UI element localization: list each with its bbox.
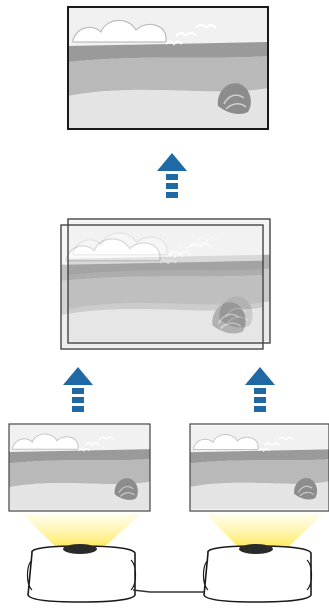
projector-icon-left bbox=[26, 544, 137, 603]
connection-cable bbox=[132, 589, 204, 593]
projector-icon-right bbox=[202, 544, 313, 603]
projected-image-left bbox=[8, 423, 151, 512]
up-arrow-icon-left bbox=[63, 367, 93, 412]
overlapping-images bbox=[60, 218, 271, 350]
up-arrow-icon-right bbox=[245, 367, 275, 412]
light-beam-left bbox=[22, 514, 141, 549]
up-arrow-icon bbox=[157, 153, 187, 198]
projected-image-right bbox=[189, 423, 329, 512]
final-stacked-image bbox=[67, 6, 269, 130]
light-beam-right bbox=[206, 514, 323, 549]
